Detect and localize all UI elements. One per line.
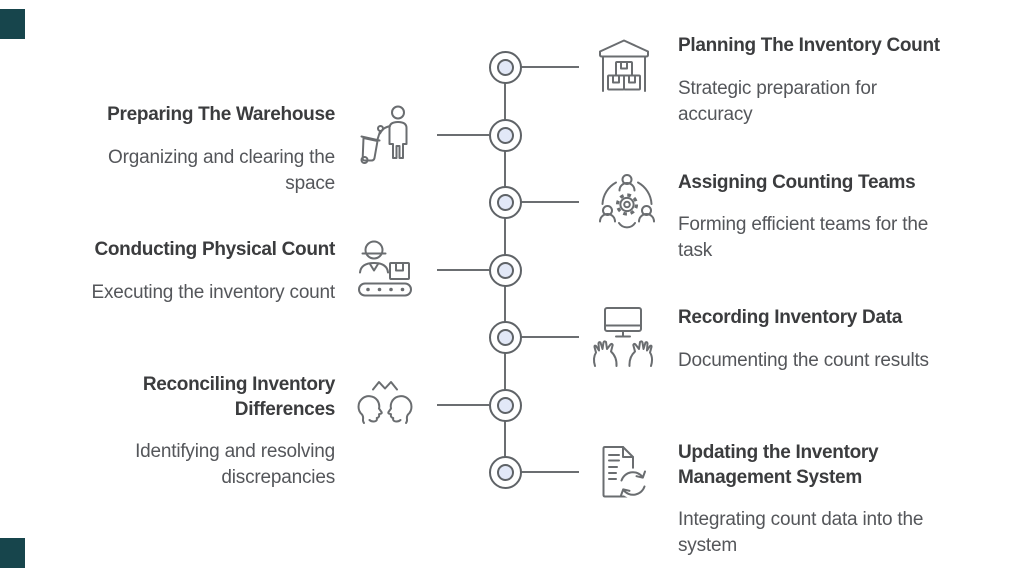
timeline-node-dot	[496, 463, 514, 481]
step-description: Executing the inventory count	[91, 282, 336, 303]
timeline-node	[488, 455, 522, 489]
timeline-node	[488, 253, 522, 287]
step-description: Strategic preparation for accuracy	[678, 78, 877, 125]
connector-line	[521, 66, 579, 68]
team-around-gear-icon	[595, 171, 659, 235]
step-description: Forming efficient teams for the task	[678, 214, 929, 261]
timeline-node-dot	[496, 126, 514, 144]
step-title: Updating the Inventory Management System	[678, 442, 879, 488]
document-sync-icon	[590, 439, 654, 503]
timeline-node-dot	[496, 261, 514, 279]
connector-line	[437, 404, 489, 406]
connector-line	[521, 201, 579, 203]
worker-pushing-cart-icon	[353, 102, 417, 166]
step-title: Recording Inventory Data	[678, 307, 903, 328]
two-profiles-discussion-icon	[353, 374, 417, 438]
timeline-node-dot	[496, 58, 514, 76]
corner-accent-top	[0, 9, 25, 39]
timeline-node-dot	[496, 328, 514, 346]
timeline-node	[488, 388, 522, 422]
timeline-node	[488, 118, 522, 152]
step-description: Documenting the count results	[678, 350, 929, 371]
timeline-node	[488, 320, 522, 354]
step-description: Organizing and clearing the space	[108, 147, 335, 194]
timeline-node-dot	[496, 396, 514, 414]
step-title: Reconciling Inventory Differences	[142, 374, 335, 420]
connector-line	[521, 336, 579, 338]
step-title: Preparing The Warehouse	[107, 104, 335, 125]
corner-accent-bottom	[0, 538, 25, 568]
step-title: Planning The Inventory Count	[678, 35, 940, 56]
worker-conveyor-belt-icon	[353, 237, 417, 301]
timeline-node	[488, 185, 522, 219]
step-description: Integrating count data into the system	[678, 509, 924, 556]
timeline-node-dot	[496, 193, 514, 211]
connector-line	[437, 269, 489, 271]
step-title: Conducting Physical Count	[94, 239, 335, 260]
monitor-typing-hands-icon	[591, 304, 655, 368]
warehouse-boxes-icon	[592, 34, 656, 98]
connector-line	[521, 471, 579, 473]
timeline-node	[488, 50, 522, 84]
connector-line	[437, 134, 489, 136]
step-title: Assigning Counting Teams	[678, 172, 916, 193]
step-description: Identifying and resolving discrepancies	[135, 441, 335, 488]
